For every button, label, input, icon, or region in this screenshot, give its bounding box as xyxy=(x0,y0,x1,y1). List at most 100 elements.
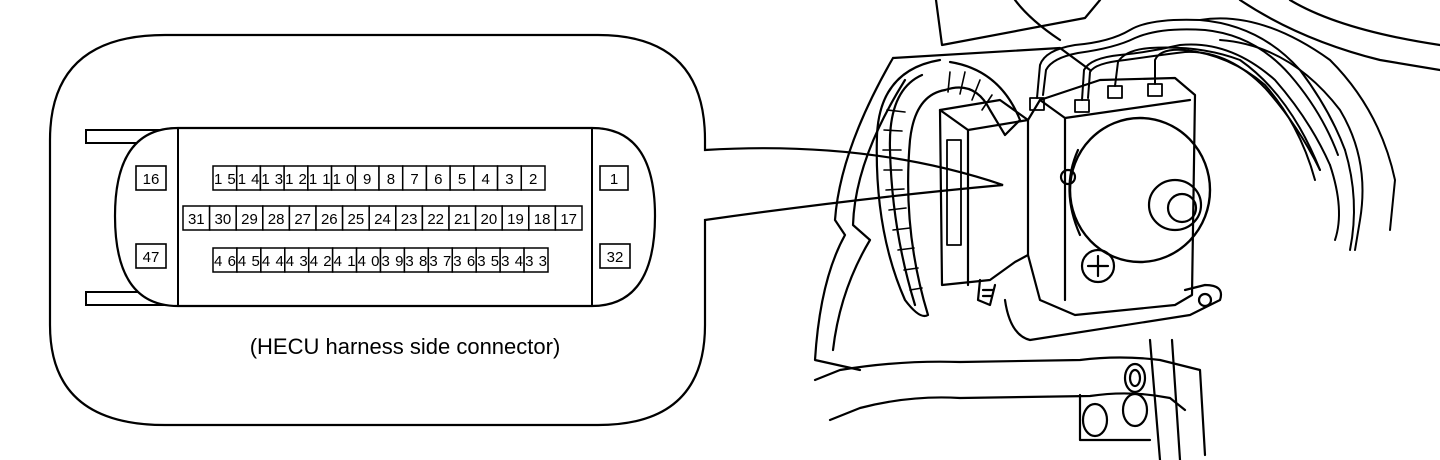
pin-label: 2 xyxy=(529,171,537,188)
pin-cell xyxy=(448,205,477,231)
connector-caption: (HECU harness side connector) xyxy=(250,334,561,359)
ecu-module xyxy=(938,98,1030,287)
pin-cell xyxy=(501,205,530,231)
pin-42: 42 xyxy=(307,247,334,273)
pin-10: 10 xyxy=(330,165,357,191)
side-pin-top-left: 16 xyxy=(135,165,167,191)
pin-cell xyxy=(315,205,344,231)
brake-lines xyxy=(1036,17,1396,251)
pin-8: 8 xyxy=(378,165,404,191)
pin-label: 24 xyxy=(374,211,391,228)
pin-11: 11 xyxy=(307,165,333,191)
pin-27: 27 xyxy=(288,205,317,231)
pin-cell xyxy=(528,205,557,231)
connector-latch-top xyxy=(85,129,178,144)
pin-label: 3 xyxy=(505,171,513,188)
side-pin-bottom-right: 32 xyxy=(599,243,631,269)
pump-motor xyxy=(1068,116,1212,264)
svg-text:32: 32 xyxy=(607,249,624,266)
pin-14: 14 xyxy=(235,165,262,191)
pin-cell xyxy=(523,247,549,273)
pin-21: 21 xyxy=(448,205,477,231)
pin-4: 4 xyxy=(473,165,499,191)
pin-35: 35 xyxy=(475,247,501,273)
pin-28: 28 xyxy=(262,205,291,231)
pin-label: 18 xyxy=(534,211,551,228)
pin-40: 40 xyxy=(355,247,382,273)
pin-24: 24 xyxy=(368,205,397,231)
pin-9: 9 xyxy=(354,165,380,191)
pin-5: 5 xyxy=(449,165,475,191)
pin-label: 7 xyxy=(410,171,418,188)
pin-46: 46 xyxy=(212,247,238,273)
pin-label: 25 xyxy=(348,211,365,228)
pin-label: 22 xyxy=(427,211,444,228)
pin-label: 20 xyxy=(481,211,498,228)
pin-41: 41 xyxy=(331,247,358,273)
pin-17: 17 xyxy=(554,205,583,231)
pin-3: 3 xyxy=(496,165,523,191)
pin-45: 45 xyxy=(236,247,262,273)
pin-23: 23 xyxy=(395,205,424,231)
hecu-unit-illustration xyxy=(813,0,1440,460)
lower-pipes xyxy=(813,356,1207,457)
mounting-bolt xyxy=(1080,248,1116,284)
pin-label: 6 xyxy=(434,171,442,188)
pin-44: 44 xyxy=(260,247,286,273)
pin-label: 23 xyxy=(401,211,418,228)
pin-37: 37 xyxy=(427,247,454,273)
connector-latch-bottom xyxy=(85,291,178,306)
pin-30: 30 xyxy=(208,205,237,231)
pin-label: 17 xyxy=(560,211,577,228)
pin-22: 22 xyxy=(421,205,450,231)
svg-text:1: 1 xyxy=(610,171,618,188)
pin-label: 26 xyxy=(321,211,338,228)
pin-13: 13 xyxy=(259,165,285,191)
pin-label: 4 xyxy=(482,171,490,188)
pin-7: 7 xyxy=(401,165,428,191)
pin-cell xyxy=(395,205,424,231)
pin-cell xyxy=(554,205,583,231)
pin-29: 29 xyxy=(235,205,264,231)
pin-20: 20 xyxy=(474,205,503,231)
pin-label: 5 xyxy=(458,171,466,188)
pin-label: 30 xyxy=(215,211,232,228)
pin-6: 6 xyxy=(425,165,451,191)
pin-cell xyxy=(341,205,370,231)
pin-18: 18 xyxy=(528,205,557,231)
pin-row-middle: 31 30 29 28 27 26 25 24 23 22 21 20 19 18 17 xyxy=(182,205,583,231)
pin-19: 19 xyxy=(501,205,530,231)
pin-25: 25 xyxy=(341,205,370,231)
pin-38: 38 xyxy=(403,247,430,273)
pin-12: 12 xyxy=(283,165,309,191)
pin-cell xyxy=(520,165,546,191)
svg-text:16: 16 xyxy=(143,171,160,188)
pin-15: 15 xyxy=(212,165,238,191)
side-pin-top-right: 1 xyxy=(599,165,629,191)
pin-cell xyxy=(288,205,317,231)
pin-label: 19 xyxy=(507,211,524,228)
pin-label: 31 xyxy=(188,211,205,228)
pin-label: 8 xyxy=(387,171,395,188)
side-pin-bottom-left: 47 xyxy=(135,243,167,269)
pin-label: 27 xyxy=(294,211,311,228)
pin-39: 39 xyxy=(379,247,406,273)
body-panel-outline xyxy=(934,0,1102,47)
svg-text:47: 47 xyxy=(143,249,160,266)
pin-label: 29 xyxy=(241,211,258,228)
pin-36: 36 xyxy=(451,247,477,273)
pin-43: 43 xyxy=(284,247,310,273)
pin-cell xyxy=(208,205,237,231)
pin-26: 26 xyxy=(315,205,344,231)
pin-33: 33 xyxy=(523,247,549,273)
pin-cell xyxy=(235,205,264,231)
pin-label: 9 xyxy=(363,171,371,188)
pin-label: 28 xyxy=(268,211,285,228)
pin-label: 21 xyxy=(454,211,471,228)
pin-2: 2 xyxy=(520,165,546,191)
pin-31: 31 xyxy=(182,205,211,231)
pin-34: 34 xyxy=(499,247,525,273)
